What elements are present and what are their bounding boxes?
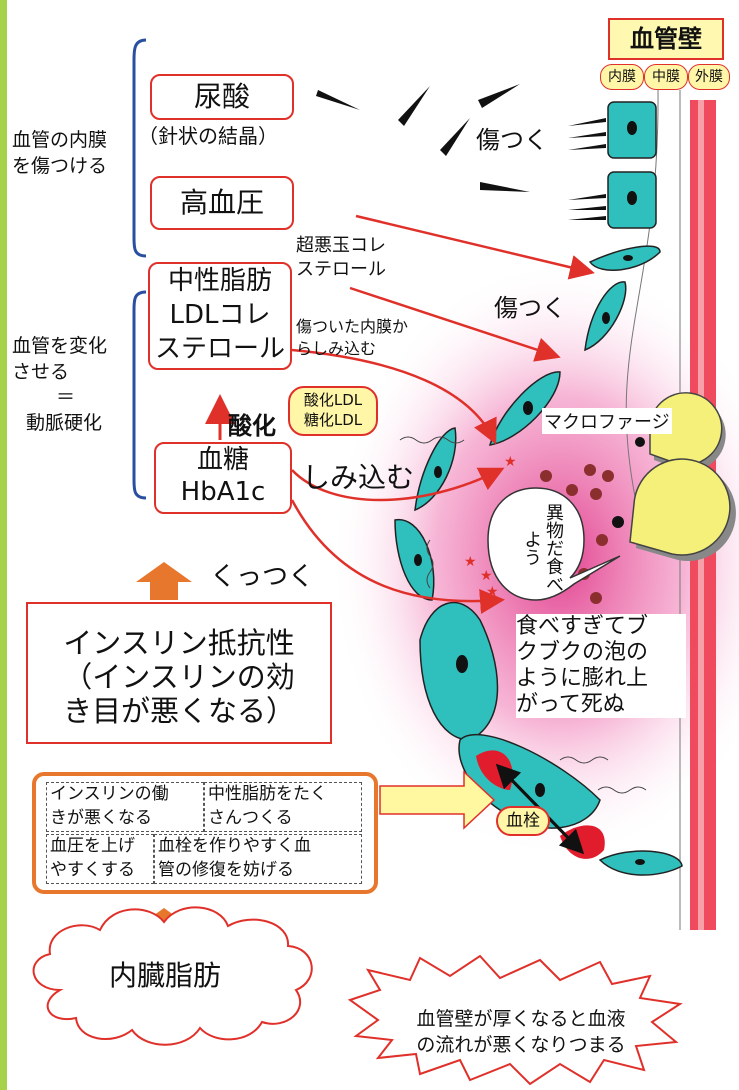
svg-text:★: ★	[480, 568, 493, 584]
effect-thrombus: 血栓を作りやすく血 管の修復を妨げる	[154, 834, 362, 884]
left-accent-bar	[0, 0, 7, 1090]
layer-adventitia: 外膜	[688, 64, 730, 90]
intima-line	[625, 89, 659, 521]
effect-insulin-action: インスリンの働 きが悪くなる	[46, 782, 204, 832]
blood-sugar-box: 血糖 HbA1c	[154, 442, 292, 514]
seep-label: しみ込む	[302, 461, 415, 494]
starburst-shape	[347, 954, 683, 1086]
stick-label: くっつく	[210, 562, 315, 592]
layer-intima: 内膜	[600, 64, 644, 90]
needle-crystal	[316, 90, 360, 110]
effect-blood-pressure: 血圧を上げ やすくする	[46, 834, 154, 884]
up-arrow	[136, 562, 192, 600]
visceral-fat-label: 内臓脂肪	[108, 959, 221, 992]
bracket-top	[132, 38, 147, 258]
bracket-bottom	[132, 290, 147, 500]
speech-bubble	[487, 487, 621, 601]
svg-text:★: ★	[464, 554, 477, 570]
right-arrow	[379, 770, 496, 830]
damage-label-1: 傷つく	[476, 126, 548, 154]
insulin-resistance-box: インスリン抵抗性 （インスリンの効 き目が悪くなる）	[26, 602, 332, 744]
seep-note: 傷ついた内膜か らしみ込む	[296, 317, 409, 358]
foam-cell-note: 食べすぎてブ クブクの泡の ように膨れ上 がって死ぬ	[516, 614, 686, 718]
svg-text:★: ★	[504, 454, 517, 470]
super-bad-cholesterol-label: 超悪玉コレ ステロール	[296, 235, 386, 280]
oxidation-label: 酸化	[228, 412, 276, 440]
group1-label: 血管の内膜 を傷つける	[12, 129, 108, 177]
vessel-wall-title: 血管壁	[608, 18, 724, 60]
warning-text: 血管壁が厚くなると血液 の流れが悪くなりつまる	[416, 1008, 626, 1056]
lipids-box: 中性脂肪 LDLコレ ステロール	[148, 262, 292, 370]
svg-text:★: ★	[486, 584, 499, 600]
effect-triglycerides: 中性脂肪をたく さんつくる	[204, 782, 362, 832]
foreign-bubble-text: 異物だ食べよう	[521, 503, 564, 593]
macrophage-label: マクロファージ	[542, 408, 672, 434]
oxidized-ldl-badge: 酸化LDL 糖化LDL	[288, 386, 378, 436]
cloud-shape	[32, 906, 313, 1046]
uric-acid-note: （針状の結晶）	[138, 124, 278, 148]
group2-label: 血管を変化 させる ＝ 動脈硬化	[12, 335, 108, 434]
damage-label-2: 傷つく	[494, 294, 566, 322]
uric-acid-box: 尿酸	[150, 74, 294, 120]
thrombus-label: 血栓	[496, 806, 550, 836]
hypertension-box: 高血圧	[150, 176, 294, 230]
layer-media: 中膜	[644, 64, 688, 90]
